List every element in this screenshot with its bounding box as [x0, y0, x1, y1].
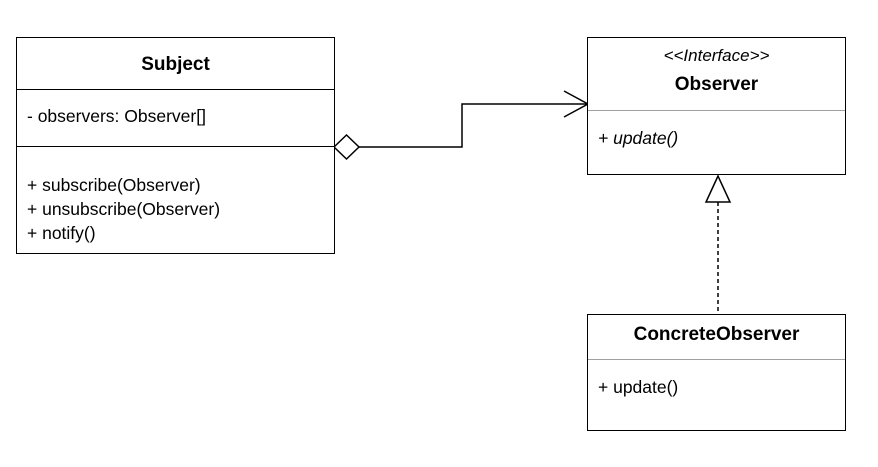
- aggregation-diamond: [332, 133, 361, 161]
- observer-stereotype: <<Interface>>: [663, 46, 770, 65]
- observer-operation-update: + update(): [598, 128, 679, 148]
- subject-operation-notify: + notify(): [27, 223, 96, 243]
- concrete-observer-class[interactable]: ConcreteObserver + update(): [587, 314, 846, 431]
- aggregation-line: [359, 103, 588, 148]
- observer-interface-name: Observer: [674, 74, 759, 95]
- observer-interface[interactable]: <<Interface>> Observer + update(): [587, 37, 846, 175]
- observer-divider: [588, 110, 845, 111]
- concrete-observer-class-name: ConcreteObserver: [633, 324, 800, 345]
- subject-attribute: - observers: Observer[]: [27, 106, 206, 126]
- subject-divider-1: [17, 89, 334, 90]
- concrete-observer-operation-update: + update(): [598, 377, 679, 397]
- subject-class[interactable]: Subject - observers: Observer[] + subscr…: [16, 37, 335, 254]
- subject-operation-subscribe: + subscribe(Observer): [27, 175, 201, 195]
- subject-class-name: Subject: [141, 54, 210, 75]
- realization-triangle: [704, 174, 732, 203]
- subject-divider-2: [17, 146, 334, 147]
- subject-operation-unsubscribe: + unsubscribe(Observer): [27, 199, 221, 219]
- concrete-observer-divider: [588, 359, 845, 360]
